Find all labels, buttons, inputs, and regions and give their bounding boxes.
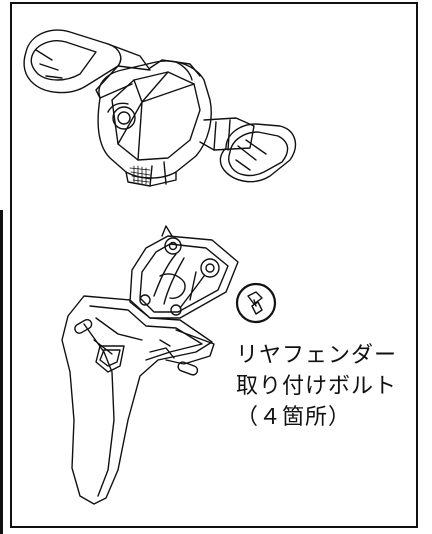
callout-line-1: リヤフェンダー [236, 343, 398, 368]
rear-fender-bracket [61, 225, 263, 505]
left-page-edge [0, 210, 3, 534]
callout-line-2: 取り付けボルト [236, 374, 398, 399]
handlebar-headlight-assembly [23, 29, 297, 187]
bolt-icon [247, 291, 263, 315]
bolt-highlight-circle [235, 282, 277, 324]
rear-fender-bolt-callout: リヤフェンダー 取り付けボルト （４箇所） [236, 340, 416, 433]
callout-line-3: （４箇所） [236, 405, 352, 430]
